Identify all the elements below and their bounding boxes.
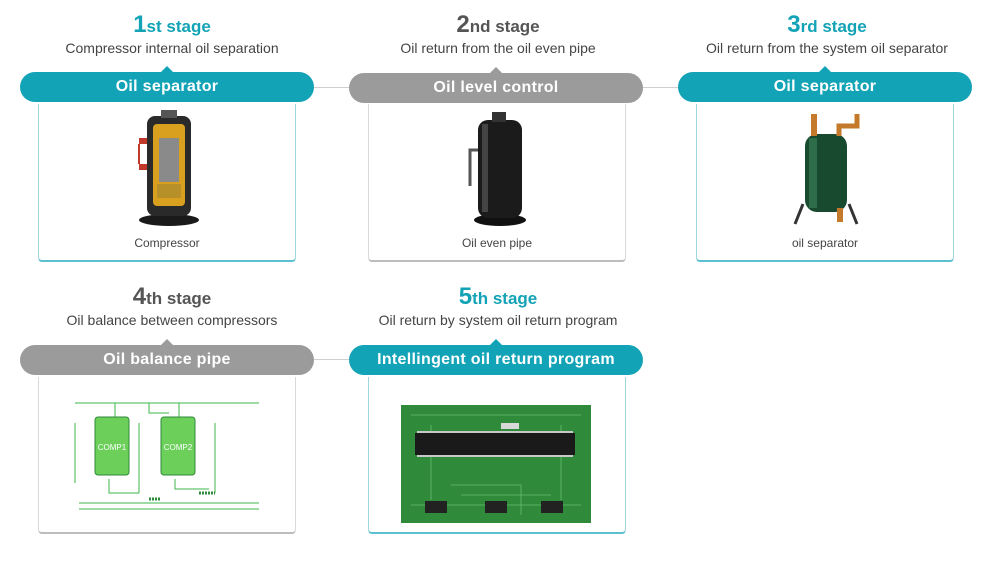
connector-1-2 [314,87,350,88]
stage-3-subtitle: Oil return from the system oil separator [706,40,948,56]
comp1-label: COMP1 [98,443,127,452]
stage-1-title: 1st stage [133,11,211,38]
stage-2-card: Oil even pipe [368,104,626,262]
stage-2-subtitle: Oil return from the oil even pipe [400,40,596,56]
stage-5-title: 5th stage [458,283,538,310]
stage-3: 3rd stage Oil return from the system oil… [677,11,977,58]
stage-3-caption: oil separator [791,236,859,250]
stage-5-card [368,377,626,534]
stage-2-caption: Oil even pipe [461,236,533,250]
stage-4: 4th stage Oil balance between compressor… [22,283,322,330]
stage-1-subtitle: Compressor internal oil separation [65,40,279,56]
stage-5-pill: Intellingent oil return program [349,339,643,375]
stage-1-pill: Oil separator [20,66,314,102]
stage-3-title: 3rd stage [787,11,867,38]
stage-1-caption: Compressor [134,236,200,250]
connector-2-3 [643,87,679,88]
stage-4-subtitle: Oil balance between compressors [66,312,278,328]
stage-1-card: Compressor [38,104,296,262]
stage-5-subtitle: Oil return by system oil return program [378,312,618,328]
stage-3-card: oil separator [696,104,954,262]
stage-2-pill: Oil level control [349,67,643,103]
stage-1: 1st stage Compressor internal oil separa… [22,11,322,58]
comp2-label: COMP2 [164,443,193,452]
stage-3-pill: Oil separator [678,66,972,102]
stage-4-card: COMP1 COMP2 [38,377,296,534]
oil-separator-illustration [793,114,860,225]
pcb-board-illustration [401,405,591,523]
stage-5: 5th stage Oil return by system oil retur… [348,283,648,330]
compressor-illustration [138,110,199,226]
stage-2-title: 2nd stage [456,11,540,38]
stage-4-title: 4th stage [132,283,212,310]
oil-even-pipe-illustration [468,112,526,226]
stage-4-pill: Oil balance pipe [20,339,314,375]
stage-2: 2nd stage Oil return from the oil even p… [348,11,648,58]
connector-4-5 [314,359,350,360]
oil-balance-diagram: COMP1 COMP2 [74,402,259,510]
